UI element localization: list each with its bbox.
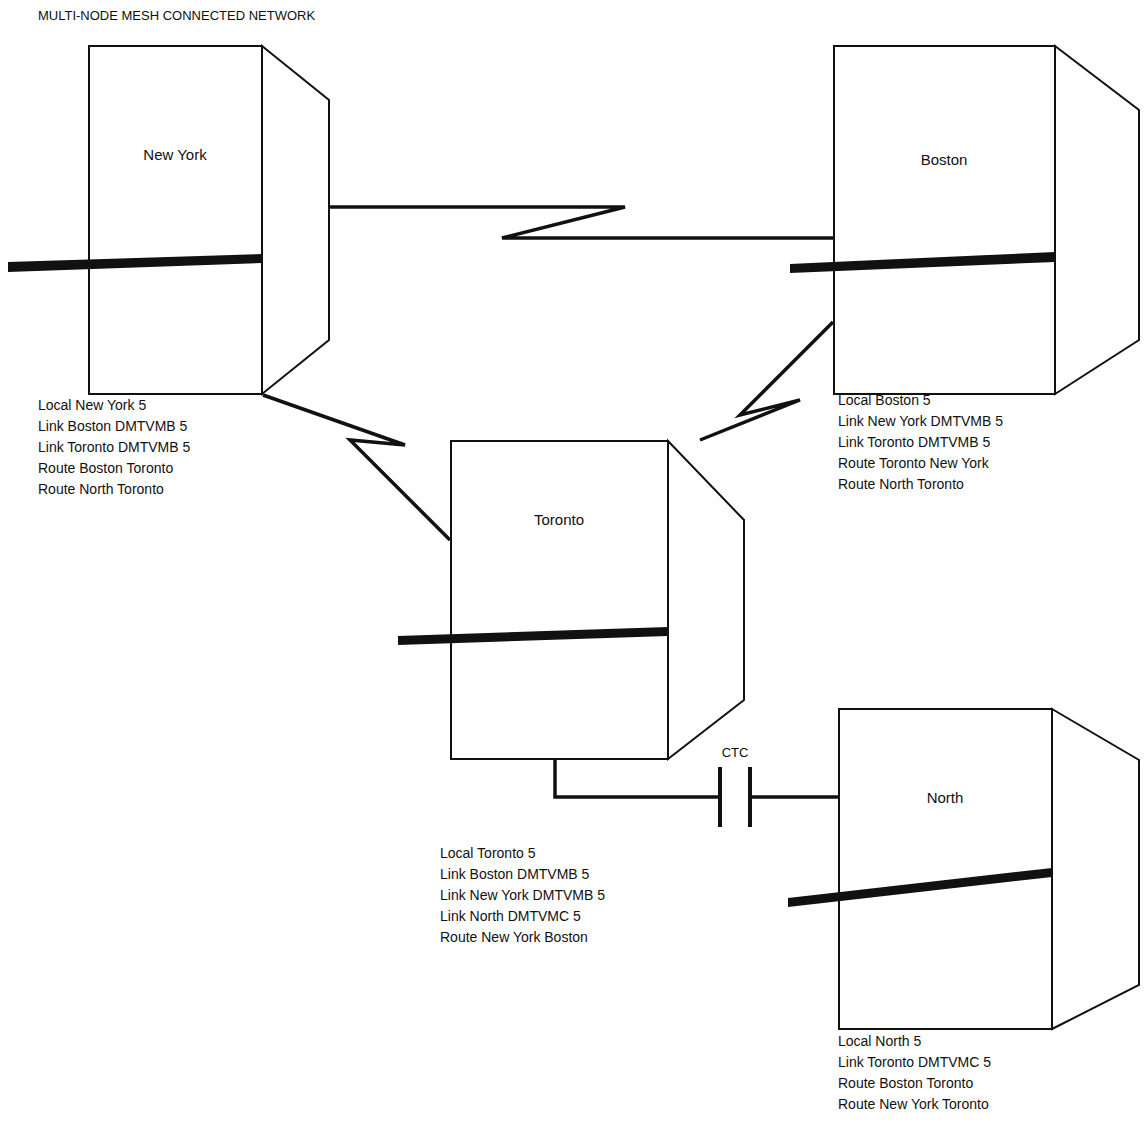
- side-face: [1055, 46, 1139, 394]
- front-face: [89, 46, 262, 394]
- computer-box: Toronto: [450, 440, 745, 760]
- config-line: Link New York DMTVMB 5: [440, 887, 605, 904]
- link-group: [700, 322, 833, 440]
- front-face: [834, 46, 1055, 394]
- computer-name: Boston: [833, 151, 1055, 169]
- front-face: [451, 441, 668, 759]
- link-group: [555, 760, 838, 827]
- config-line: Link Toronto DMTVMC 5: [838, 1054, 991, 1071]
- shelf: [788, 868, 1052, 907]
- config-line: Local Boston 5: [838, 392, 931, 409]
- computer-box: New York: [88, 45, 330, 395]
- config-line: Route North Toronto: [38, 481, 164, 498]
- config-line: Link Toronto DMTVMB 5: [838, 434, 990, 451]
- telecom-link: [700, 322, 833, 440]
- config-line: Route Toronto New York: [838, 455, 989, 472]
- telecom-link: [330, 207, 833, 238]
- computer-outline: [833, 45, 1140, 395]
- config-line: Link Boston DMTVMB 5: [38, 418, 187, 435]
- computer-outline: [838, 708, 1140, 1030]
- shelf: [398, 627, 668, 645]
- side-face: [1052, 709, 1139, 1029]
- computer-outline: [450, 440, 745, 760]
- config-line: Route New York Toronto: [838, 1096, 989, 1113]
- shelf: [8, 254, 262, 272]
- computer-outline: [88, 45, 330, 395]
- config-line: Link North DMTVMC 5: [440, 908, 581, 925]
- config-line: Link Toronto DMTVMB 5: [38, 439, 190, 456]
- front-face: [839, 709, 1052, 1029]
- side-face: [262, 46, 329, 394]
- side-face: [668, 441, 744, 759]
- config-line: Local North 5: [838, 1033, 921, 1050]
- config-line: Link New York DMTVMB 5: [838, 413, 1003, 430]
- config-line: Route Boston Toronto: [838, 1075, 973, 1092]
- telecom-link: [263, 395, 450, 540]
- config-line: Route Boston Toronto: [38, 460, 173, 477]
- link-group: [330, 207, 833, 238]
- config-line: Route North Toronto: [838, 476, 964, 493]
- config-line: Link Boston DMTVMB 5: [440, 866, 589, 883]
- shelf: [790, 252, 1055, 273]
- config-line: Local New York 5: [38, 397, 146, 414]
- link-label: CTC: [720, 745, 751, 760]
- computer-name: North: [838, 789, 1052, 807]
- link-group: [263, 395, 450, 540]
- computer-box: Boston: [833, 45, 1140, 395]
- ctc-plate: [748, 767, 752, 827]
- computer-name: Toronto: [450, 511, 668, 529]
- computer-name: New York: [88, 146, 262, 164]
- config-line: Route New York Boston: [440, 929, 588, 946]
- ctc-plate: [718, 767, 722, 827]
- ctc-connection: [555, 760, 838, 797]
- diagram-title: MULTI-NODE MESH CONNECTED NETWORK: [38, 8, 315, 24]
- computer-box: North: [838, 708, 1140, 1030]
- config-line: Local Toronto 5: [440, 845, 535, 862]
